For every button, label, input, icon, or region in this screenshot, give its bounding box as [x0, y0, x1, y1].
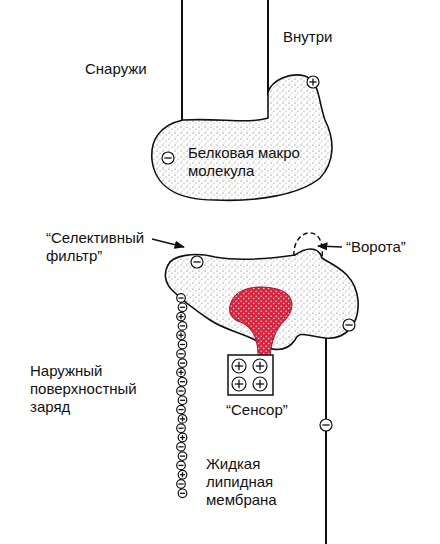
part-label: “Сенсор”	[226, 401, 316, 419]
negative-charge	[177, 294, 186, 303]
part-label: “Селективный фильтр”	[46, 229, 158, 265]
negative-charge	[343, 319, 355, 331]
negative-charge	[320, 419, 332, 431]
membrane-line	[325, 334, 327, 544]
protein-outline	[150, 72, 336, 205]
negative-charge	[177, 480, 186, 489]
positive-charge	[232, 377, 246, 391]
membrane-line	[267, 0, 269, 96]
negative-charge	[178, 452, 187, 461]
negative-charge	[177, 443, 186, 452]
negative-charge	[178, 340, 187, 349]
negative-charge	[177, 424, 186, 433]
gate-outline	[294, 233, 322, 257]
negative-charge	[177, 461, 186, 470]
protein-macromolecule: Белковая макро молекула	[150, 72, 336, 205]
positive-charge	[177, 312, 186, 321]
positive-charge	[177, 331, 186, 340]
negative-charge	[178, 396, 187, 405]
sensor-box	[228, 355, 273, 395]
part-label: Жидкая липидная мембрана	[206, 455, 310, 509]
positive-charge	[253, 377, 267, 391]
positive-charge	[253, 359, 267, 373]
negative-charge	[178, 322, 187, 331]
pointer-arrow	[152, 239, 184, 247]
negative-charge	[177, 387, 186, 396]
negative-charge	[178, 359, 187, 368]
negative-charge	[177, 350, 186, 359]
positive-charge	[178, 470, 187, 479]
positive-charge	[232, 359, 246, 373]
membrane-line	[181, 0, 183, 124]
negative-charge	[177, 405, 186, 414]
part-label: “Ворота”	[346, 238, 426, 256]
charge-symbols	[177, 256, 355, 498]
negative-charge	[178, 377, 187, 386]
pointer-arrow	[318, 246, 342, 247]
negative-charge	[178, 303, 187, 312]
positive-charge	[178, 415, 187, 424]
negative-charge	[191, 256, 203, 268]
side-label: Снаружи	[85, 60, 175, 78]
side-label: Внутри	[283, 28, 363, 46]
sensor-shape	[230, 287, 292, 356]
positive-charge	[177, 368, 186, 377]
part-label: Наружный поверхностный заряд	[30, 362, 170, 416]
negative-charge	[178, 489, 187, 498]
positive-charge	[178, 433, 187, 442]
node-title: Белковая макро молекула	[188, 144, 316, 180]
